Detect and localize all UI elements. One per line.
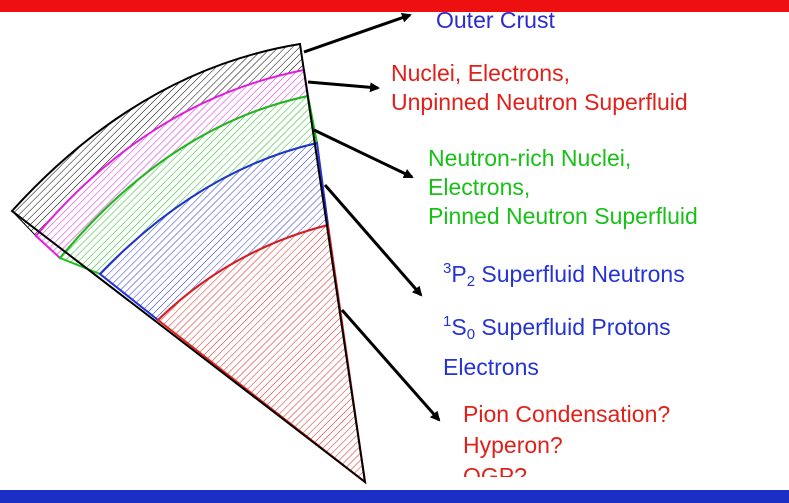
label-line-p2: 3P2 Superfluid Neutrons (443, 254, 685, 296)
term-s-text: Superfluid Protons (475, 314, 671, 340)
label-line-s0: 1S0 Superfluid Protons (443, 307, 685, 349)
bottom-footer-bar (0, 490, 789, 503)
term-p-text: Superfluid Neutrons (475, 261, 685, 287)
label-line: Pion Condensation? (463, 401, 671, 427)
arrow-inner-core (340, 309, 441, 422)
subscript-0: 0 (466, 326, 476, 343)
label-outer-core: 3P2 Superfluid Neutrons 1S0 Superfluid P… (443, 254, 685, 382)
subscript-2: 2 (466, 273, 476, 290)
superscript-3: 3 (443, 260, 452, 277)
label-line: Outer Crust (436, 7, 555, 33)
superscript-1: 1 (443, 313, 452, 330)
label-line: Electrons, (428, 174, 531, 200)
label-inner-core: Pion Condensation? Hyperon? QGP? (463, 400, 670, 477)
label-line: Unpinned Neutron Superfluid (391, 89, 688, 115)
label-line: QGP? (463, 463, 527, 477)
arrow-outer-core (323, 184, 423, 297)
top-header-bar (0, 0, 789, 12)
label-line: Electrons (443, 354, 539, 380)
label-line: Hyperon? (463, 432, 563, 458)
label-inner-crust: Nuclei, Electrons, Unpinned Neutron Supe… (391, 59, 688, 117)
label-outer-crust: Outer Crust (436, 6, 555, 35)
arrow-outer-crust (303, 12, 412, 54)
wedge-outline (10, 42, 367, 485)
label-line: Nuclei, Electrons, (391, 60, 570, 86)
term-p: P (451, 261, 467, 287)
label-pinned-layer: Neutron-rich Nuclei, Electrons, Pinned N… (428, 144, 698, 231)
label-line: Neutron-rich Nuclei, (428, 145, 632, 171)
arrow-pinned-layer (313, 128, 414, 179)
inner-core-layer (156, 223, 367, 485)
label-line: Pinned Neutron Superfluid (428, 203, 698, 229)
arrow-inner-crust (307, 80, 380, 93)
term-s: S (451, 314, 467, 340)
